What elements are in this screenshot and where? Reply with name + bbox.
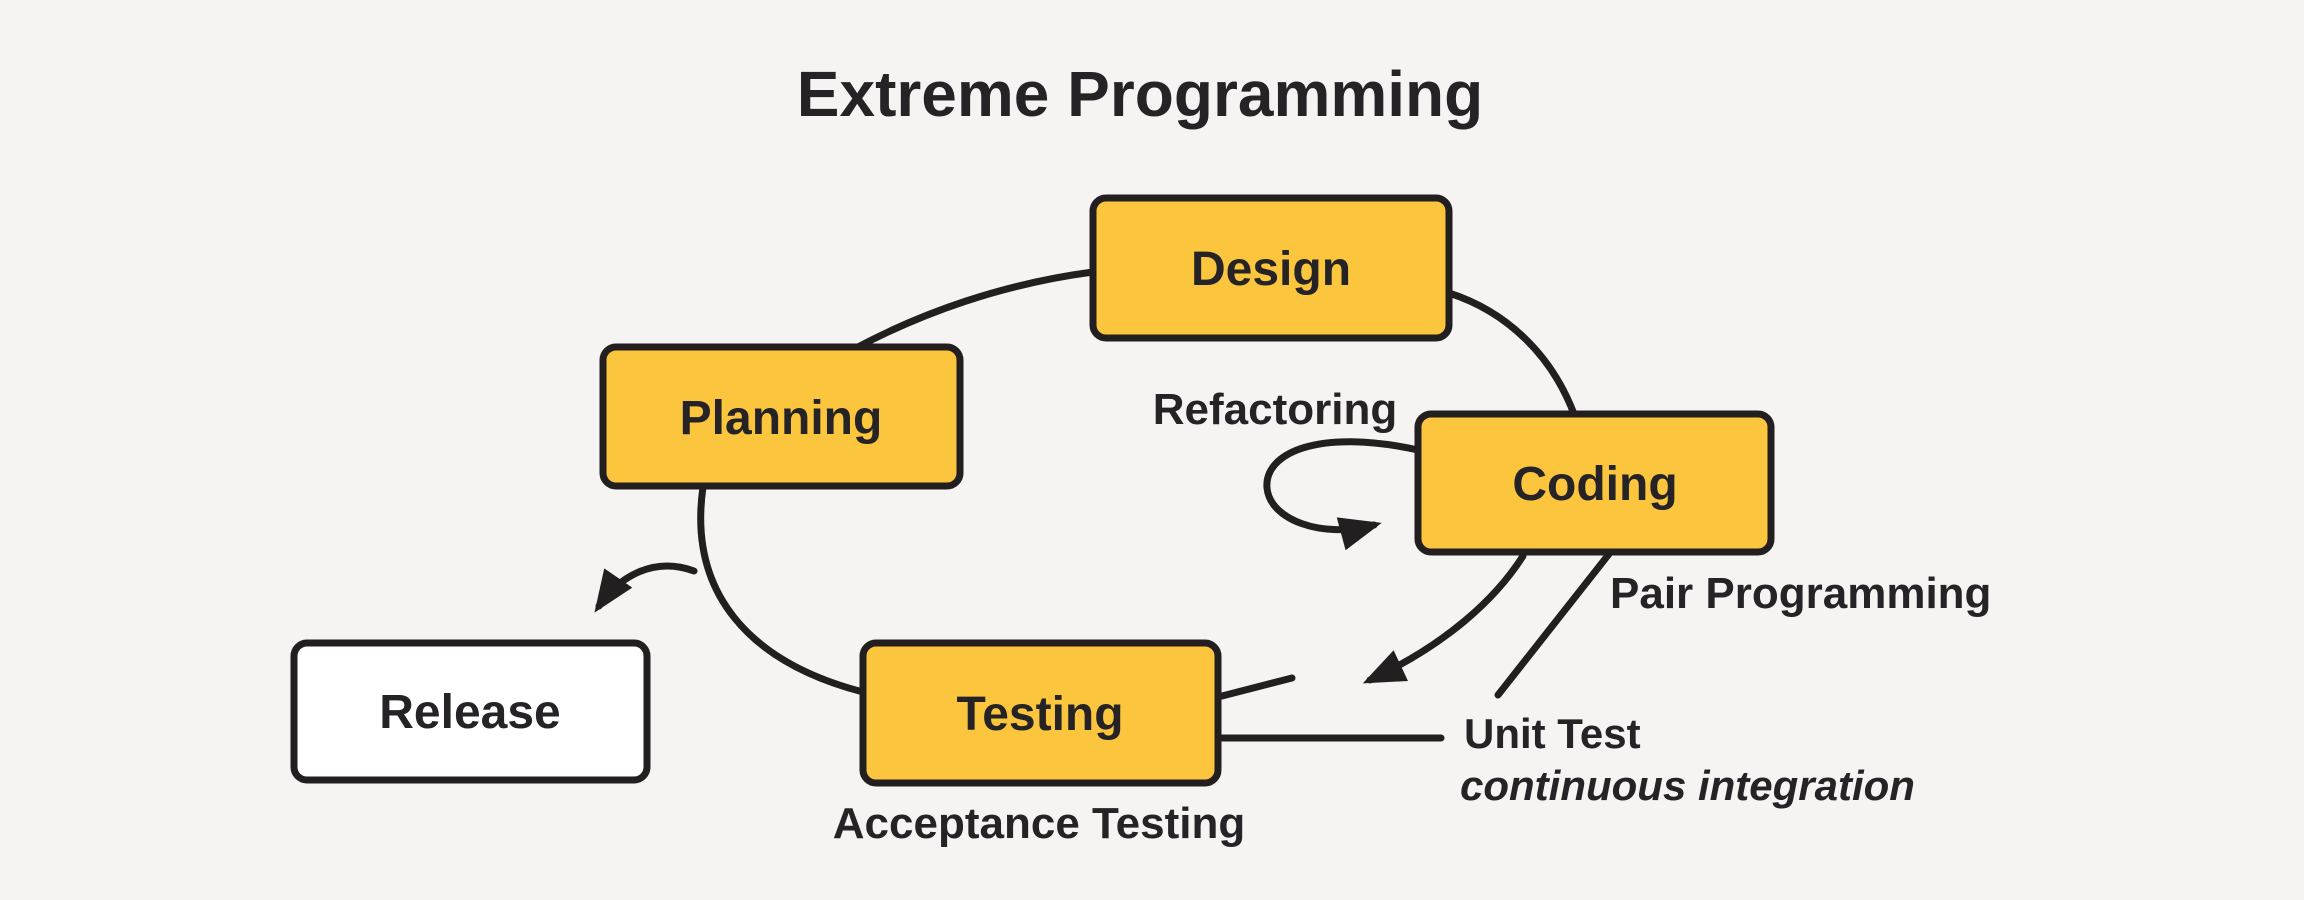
- coding-label: Coding: [1512, 458, 1677, 511]
- coding-box: [1414, 410, 1775, 556]
- node-coding: Coding: [1414, 410, 1775, 556]
- acceptance-testing-annotation: Acceptance Testing: [833, 799, 1245, 848]
- edge-design-to-coding: [1445, 289, 1578, 418]
- edge-testing-to-planning: [697, 483, 867, 696]
- pair-programming-annotation: Pair Programming: [1610, 569, 1991, 618]
- continuous-integration-annotation: continuous integration: [1460, 762, 1915, 809]
- testing-box: [859, 639, 1222, 787]
- edge-cycle-to-release-arrow: [594, 562, 698, 613]
- refactoring-annotation: Refactoring: [1153, 385, 1397, 434]
- release-label: Release: [379, 686, 560, 739]
- design-box: [1089, 194, 1453, 342]
- node-testing: Testing: [859, 639, 1222, 787]
- leader-line-unit-test-to-coding: [1494, 550, 1613, 699]
- node-release: Release: [290, 639, 651, 784]
- planning-box: [599, 343, 964, 490]
- edge-coding-to-testing-arrow: [1362, 552, 1527, 684]
- release-box: [290, 639, 651, 784]
- page-title: Extreme Programming: [797, 58, 1483, 130]
- planning-label: Planning: [680, 392, 883, 445]
- unit-test-annotation: Unit Test: [1464, 710, 1641, 757]
- edge-planning-to-design: [854, 268, 1097, 351]
- node-design: Design: [1089, 194, 1453, 342]
- edge-testing-corner-stub: [1218, 674, 1296, 700]
- design-label: Design: [1191, 243, 1351, 296]
- testing-label: Testing: [956, 688, 1123, 741]
- node-planning: Planning: [599, 343, 964, 490]
- edge-refactoring-self-loop-arrow: [1263, 438, 1422, 551]
